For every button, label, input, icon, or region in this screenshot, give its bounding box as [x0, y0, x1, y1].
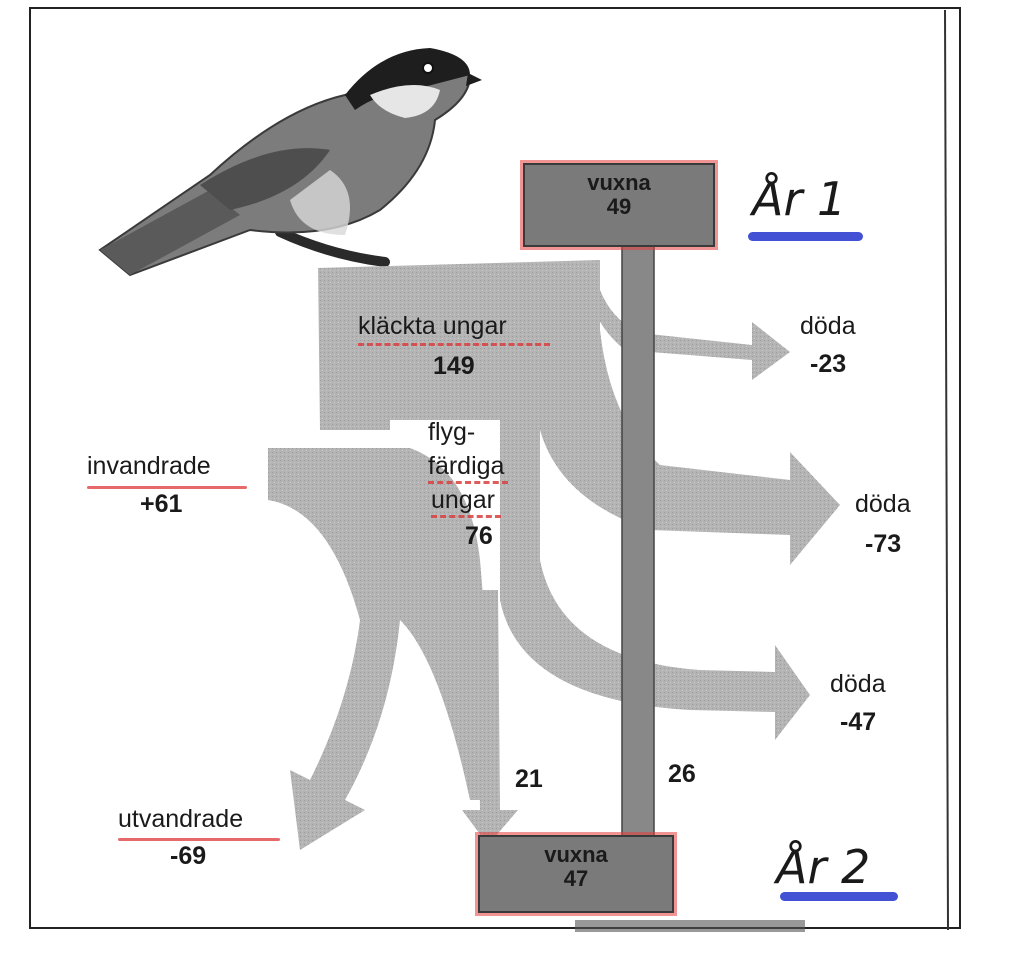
hatched-chicks-band: [318, 260, 840, 740]
dead-chicks-value: -73: [865, 530, 902, 558]
emigrated-underline: [118, 838, 280, 841]
fledged-line1: flyg-: [428, 418, 476, 446]
year1-underline: [748, 232, 863, 241]
flow-bands: [268, 260, 840, 850]
immigrated-label: invandrade: [87, 452, 211, 480]
emigrated-label: utvandrade: [118, 805, 244, 833]
adults-year2-box: vuxna 47: [478, 835, 674, 913]
year2-label: År 2: [776, 840, 871, 894]
figure-frame: [29, 7, 961, 929]
bird-wing: [200, 148, 330, 210]
emigrated-value: -69: [170, 842, 207, 870]
dead-chicks-label: döda: [855, 490, 911, 518]
dead-adults-value: -23: [810, 350, 847, 378]
adults-year2-value: 47: [563, 866, 589, 891]
fledged-line3: ungar: [431, 486, 495, 514]
bird-illustration: [98, 48, 482, 277]
adults-year1-box: vuxna 49: [523, 163, 715, 247]
hatched-label: kläckta ungar: [358, 312, 507, 340]
immigration-emigration-band: [268, 448, 500, 850]
adult-survival-bar: [621, 239, 655, 841]
fledged-value: 76: [465, 522, 493, 550]
fledged-line2: färdiga: [428, 452, 505, 480]
scan-artifact: [575, 920, 805, 932]
year2-underline: [780, 892, 898, 901]
page-edge-line: [944, 9, 949, 931]
bird-tail: [100, 190, 240, 275]
bird-belly: [290, 170, 350, 235]
immigrated-underline: [87, 486, 247, 489]
immigrated-value: +61: [140, 490, 183, 518]
fledged-underline-3: [431, 515, 501, 518]
dead-fledged-label: döda: [830, 670, 886, 698]
fledged-survivors-value: 21: [515, 765, 543, 793]
adults-year1-label: vuxna: [587, 170, 651, 195]
hatched-underline: [358, 343, 550, 346]
adults-year2-label: vuxna: [544, 842, 608, 867]
bird-eye: [422, 62, 434, 74]
hatched-value: 149: [433, 352, 475, 380]
dead-fledged-value: -47: [840, 708, 877, 736]
year1-label: År 1: [752, 172, 847, 226]
adult-survivors-value: 26: [668, 760, 696, 788]
fledged-survivor-flow: [462, 590, 518, 845]
branch: [275, 227, 390, 267]
fledged-underline-2: [428, 481, 508, 484]
dead-adults-flow: [590, 290, 790, 380]
bird-cheek: [370, 85, 440, 118]
dead-adults-label: döda: [800, 312, 856, 340]
bird-beak: [466, 73, 482, 86]
adults-year1-value: 49: [606, 194, 632, 219]
